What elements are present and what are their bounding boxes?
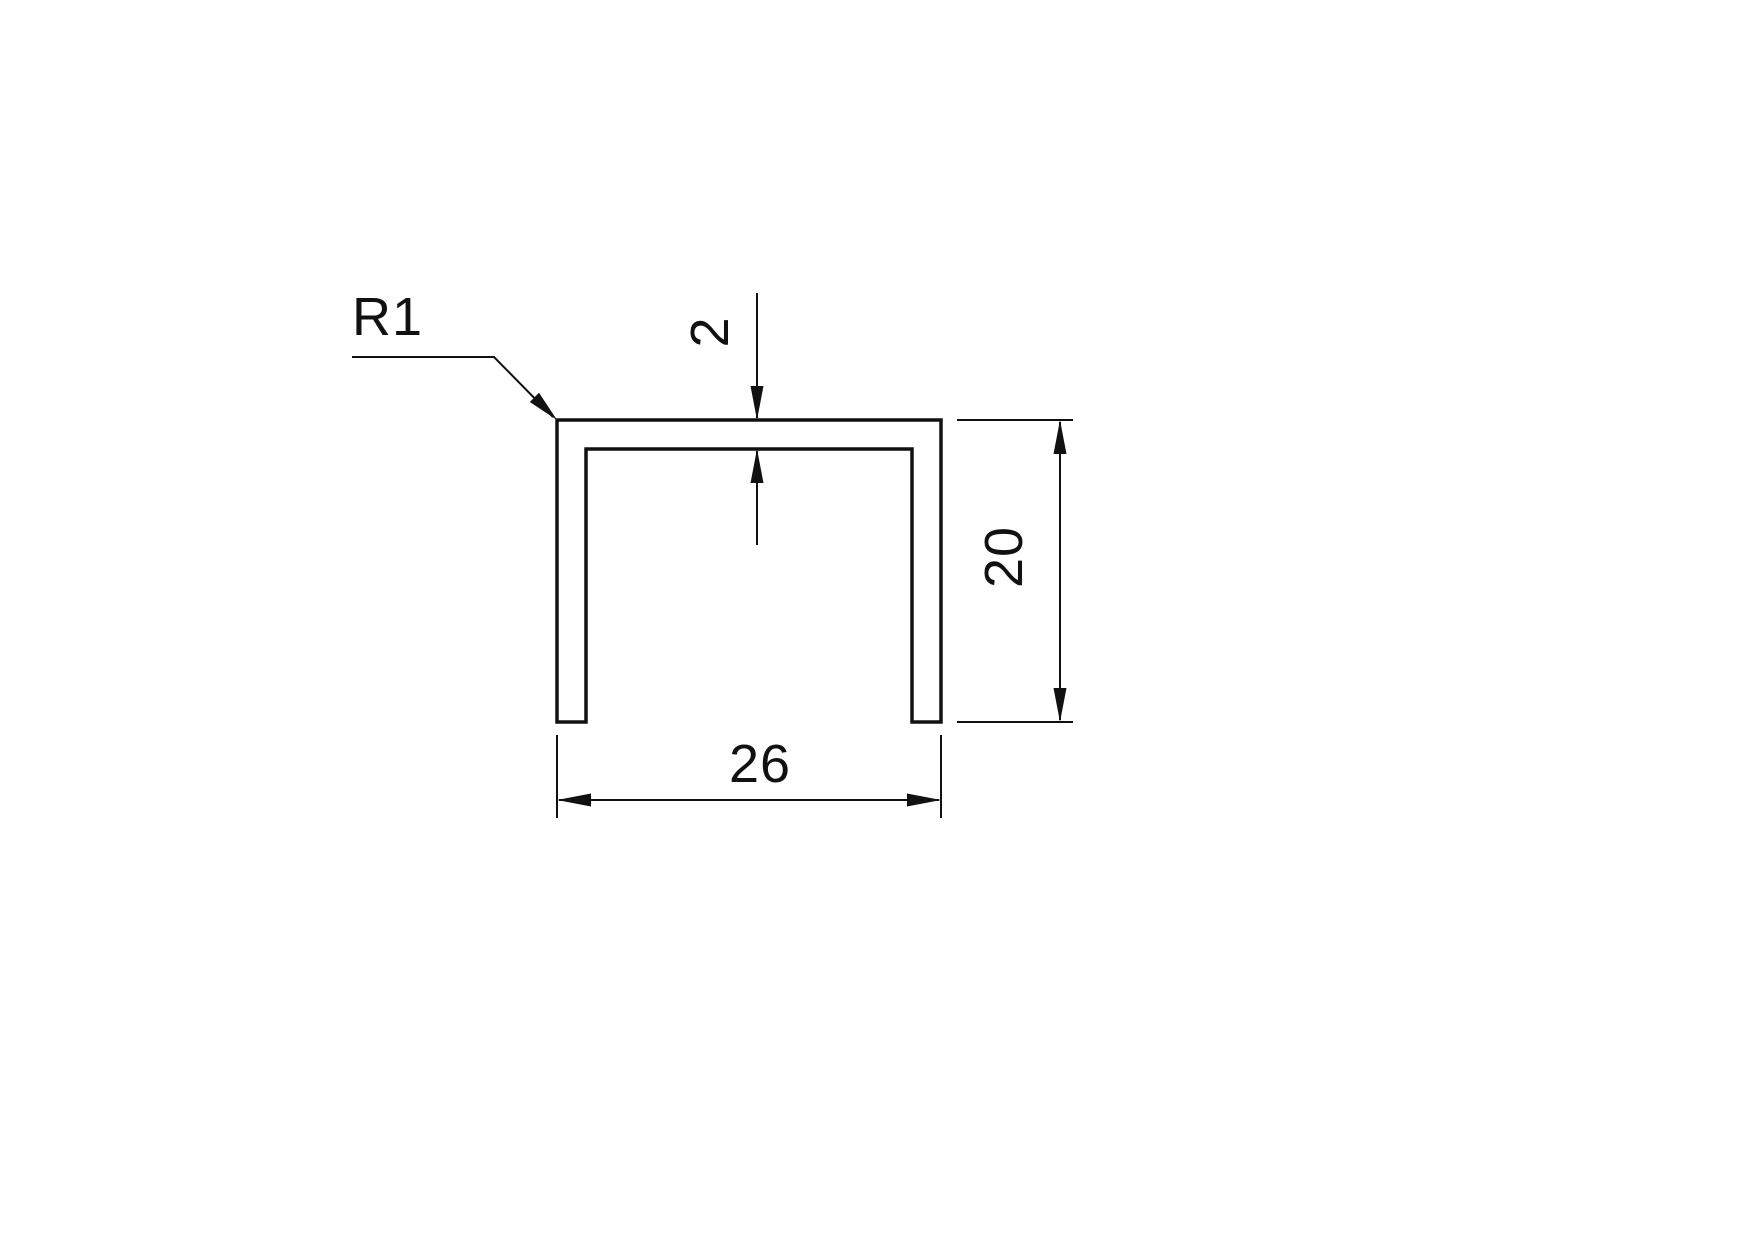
arrowhead-down: [750, 386, 764, 420]
arrowhead-left: [557, 793, 591, 807]
u-channel-profile: [555, 418, 943, 724]
dimension-thickness: 2: [680, 293, 764, 545]
radius-callout-text: R1: [352, 287, 423, 347]
dimension-width: 26: [556, 734, 942, 818]
dimension-text-thickness: 2: [680, 316, 740, 347]
dimension-text-width: 26: [729, 734, 791, 794]
dimension-text-height: 20: [974, 526, 1034, 588]
u-channel-profile-outline: [555, 418, 943, 724]
arrowhead-top: [1053, 420, 1067, 454]
arrowhead-bottom: [1053, 688, 1067, 722]
radius-callout: R1: [352, 287, 557, 420]
arrowhead-radius: [529, 392, 557, 420]
arrowhead-up: [750, 449, 764, 483]
dimension-height: 20: [957, 419, 1073, 723]
arrowhead-right: [907, 793, 941, 807]
radius-leader-line: [352, 356, 554, 418]
